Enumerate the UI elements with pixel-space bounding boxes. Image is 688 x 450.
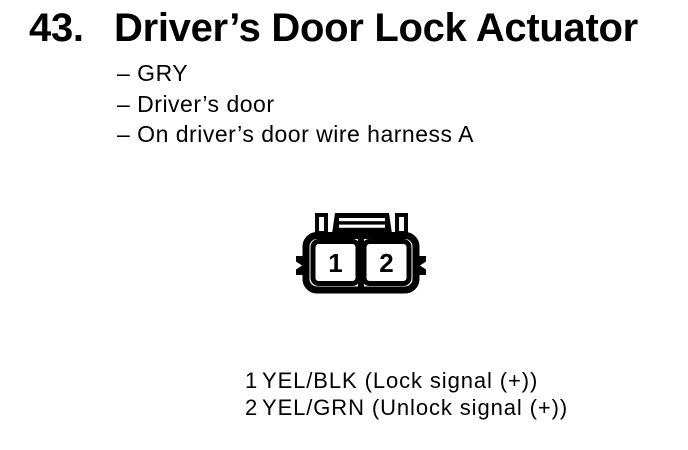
pin-legend: 1 YEL/BLK (Lock signal (+)) 2 YEL/GRN (U… (245, 367, 568, 421)
connector-latch-rib (339, 224, 385, 228)
connector-side-lugs (296, 256, 426, 275)
detail-item-location: – Driver’s door (117, 90, 275, 117)
legend-row: 2 YEL/GRN (Unlock signal (+)) (245, 394, 568, 421)
legend-pin-number: 2 (245, 395, 259, 420)
detail-list: – GRY – Driver’s door – On driver’s door… (117, 58, 474, 150)
connector-left-tab-slot (319, 217, 324, 231)
pin-2-number: 2 (379, 248, 393, 278)
detail-item-harness: – On driver’s door wire harness A (117, 121, 474, 147)
legend-pin-number: 1 (245, 368, 259, 393)
legend-pin-label: YEL/BLK (Lock signal (+)) (262, 368, 539, 393)
item-number: 43. (29, 6, 84, 50)
pin-1-number: 1 (328, 248, 342, 278)
connector-right-lug-notch (420, 261, 426, 270)
connector-latch (332, 213, 392, 234)
connector-left-lug-notch (296, 261, 302, 270)
pin-cavity-2 (361, 239, 412, 286)
page-title: Driver’s Door Lock Actuator (114, 6, 638, 50)
connector-top-tabs (315, 213, 408, 235)
legend-pin-label: YEL/GRN (Unlock signal (+)) (262, 395, 569, 420)
legend-row: 1 YEL/BLK (Lock signal (+)) (245, 367, 568, 394)
connector-diagram: 1 2 (296, 213, 426, 294)
connector-latch-rib (339, 218, 385, 222)
connector-right-tab-slot (399, 217, 404, 231)
pin-cavity-1 (310, 239, 361, 286)
detail-item-color: – GRY (117, 60, 189, 86)
